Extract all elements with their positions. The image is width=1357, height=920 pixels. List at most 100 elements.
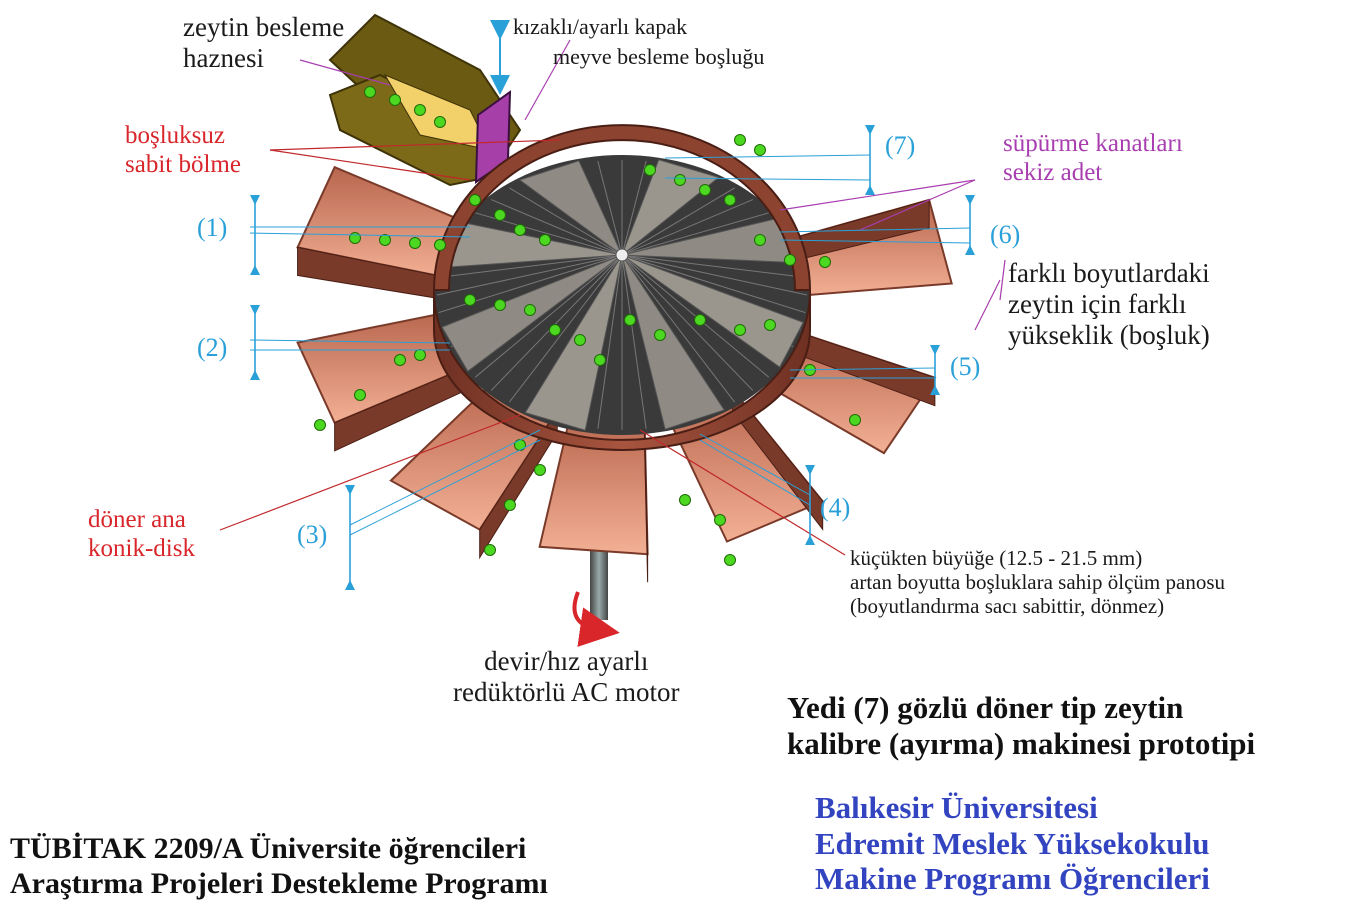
leader-line [269,139,561,151]
disk-rib [597,161,623,256]
olive [354,389,366,401]
leader-line [859,179,976,231]
extension-line [779,239,971,244]
dimension-arrow [250,265,260,275]
extension-line [249,232,471,238]
olive [314,419,326,431]
olive [674,174,686,186]
leader-line [639,429,846,556]
disk-rib [597,254,623,429]
olive [504,499,516,511]
disk-ring-wall [433,289,811,451]
olive [389,94,401,106]
olive [534,464,546,476]
dimension-arrow [930,345,940,355]
olive [724,194,736,206]
disk-rib [621,254,808,296]
olive [849,414,861,426]
extension-line [779,227,971,233]
dimension-arrow [865,125,875,135]
dimension-arrow [345,580,355,590]
leader-line [219,414,521,531]
disk-rib [621,199,754,256]
olive [574,334,586,346]
dimension-arrow [865,185,875,195]
olive [394,354,406,366]
extension-line [349,439,541,536]
disk-ring-top [432,124,812,291]
panel-label: küçükten büyüğe (12.5 - 21.5 mm)artan bo… [850,546,1225,619]
olive [624,314,636,326]
leader-line [524,39,571,121]
olive [434,116,446,128]
extension-line [789,367,936,371]
disk-rib [621,212,769,256]
olive [724,554,736,566]
sweep-blade [621,254,805,368]
disk-rib [621,187,735,256]
olive [679,494,691,506]
olive [754,144,766,156]
olive [819,256,831,268]
olive [469,194,481,206]
extension-line [349,429,541,526]
leader-lines [219,39,1006,556]
olive [539,234,551,246]
dimension-arrow [250,370,260,380]
extension-line [249,339,451,344]
feed-gap-label: meyve besleme boşluğu [553,44,765,69]
olive [654,329,666,341]
olive [784,254,796,266]
sweep-blade [524,254,623,431]
disk-rib [621,254,754,391]
olive [484,544,496,556]
disk-rib [508,254,623,403]
sweep-blade [621,254,725,430]
disk-rib [490,199,623,256]
olive [764,319,776,331]
olive [699,184,711,196]
disk-rib [509,187,623,256]
olive-feed-hopper [328,13,522,187]
olive [364,86,376,98]
disk-rib [621,254,806,314]
disk-rib [621,161,647,256]
disk-rib [621,254,736,403]
leader-line [299,59,391,86]
dimension-arrow [965,195,975,205]
olives [314,86,861,566]
extension-line [699,433,811,496]
disk-hub [615,248,629,262]
olive [464,294,476,306]
olive [734,134,746,146]
dimension-marks [249,125,975,590]
disk-rib [438,254,623,278]
olive [349,232,361,244]
olive [494,299,506,311]
leader-line [269,149,471,181]
gauge-3: (3) [297,520,328,549]
sweep-blade [518,160,624,257]
olive [754,234,766,246]
rotation-arrow [572,591,620,647]
olive [514,224,526,236]
dimension-arrow [250,305,260,315]
gauge-5: (5) [950,352,981,381]
olive [714,514,726,526]
dimension-arrow [250,195,260,205]
sweep-blades [439,159,805,431]
dimension-arrow [965,245,975,255]
disk-rib [621,254,770,378]
olive [379,234,391,246]
extension-line [664,154,871,159]
gauge-7: (7) [885,131,916,160]
